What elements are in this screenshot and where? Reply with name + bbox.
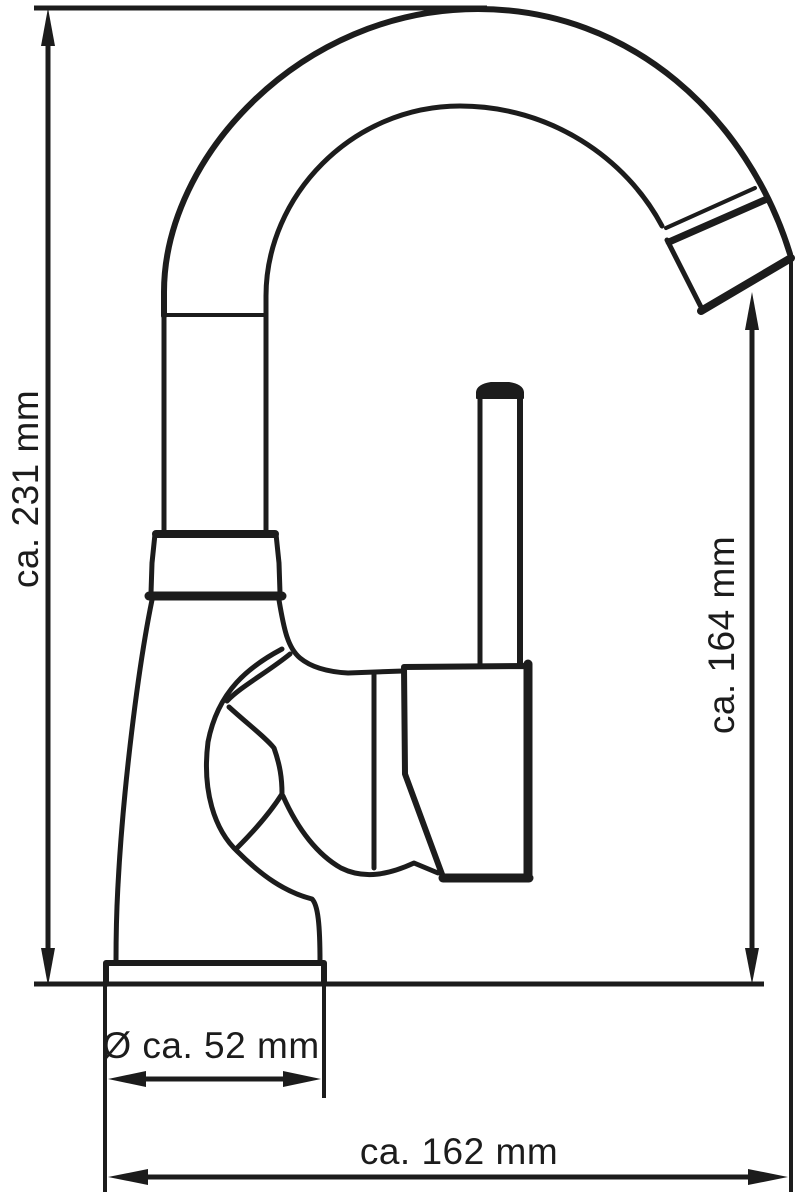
spout-tip-left-edge bbox=[664, 237, 705, 312]
lever-rod-cap bbox=[476, 382, 524, 399]
arrowhead-left-icon bbox=[108, 1071, 146, 1087]
label-total-depth: ca. 162 mm bbox=[360, 1131, 558, 1172]
dimension-base-diameter: Ø ca. 52 mm bbox=[102, 984, 326, 1192]
base-plinth bbox=[103, 960, 327, 987]
arrowhead-down-icon bbox=[41, 948, 55, 986]
label-base-diameter: Ø ca. 52 mm bbox=[102, 1025, 319, 1066]
ball-segment-line-1 bbox=[224, 651, 293, 704]
ball-segment-line-3 bbox=[234, 791, 285, 851]
label-total-height: ca. 231 mm bbox=[5, 390, 46, 588]
dimension-total-depth: ca. 162 mm bbox=[108, 1131, 788, 1185]
aerator-ring-thin bbox=[664, 186, 757, 230]
arrowhead-up-icon bbox=[745, 292, 759, 330]
aerator-ring-thick bbox=[665, 195, 771, 246]
faucet-outline bbox=[103, 6, 795, 987]
handle-housing bbox=[401, 663, 531, 880]
collar-right-edge bbox=[273, 531, 283, 596]
dimension-total-height: ca. 231 mm bbox=[5, 5, 487, 986]
arrowhead-right-icon bbox=[748, 1169, 788, 1185]
arrowhead-left-icon bbox=[108, 1169, 148, 1185]
spout-inner-arc bbox=[263, 103, 665, 319]
spout-outer-arc bbox=[161, 6, 793, 319]
arrowhead-down-icon bbox=[745, 948, 759, 984]
body-neck-top bbox=[276, 597, 406, 676]
arrowhead-up-icon bbox=[41, 8, 55, 46]
body-left-edge bbox=[113, 597, 155, 965]
arrowhead-right-icon bbox=[283, 1071, 321, 1087]
valve-ball-outline bbox=[203, 646, 323, 965]
label-spout-height: ca. 164 mm bbox=[701, 536, 742, 734]
ball-segment-line-4 bbox=[280, 793, 441, 877]
dimension-spout-height: ca. 164 mm bbox=[701, 259, 793, 1192]
collar-left-edge bbox=[148, 531, 158, 596]
spout-tip-bottom-face bbox=[697, 254, 795, 315]
ball-segment-line-2 bbox=[226, 704, 285, 797]
